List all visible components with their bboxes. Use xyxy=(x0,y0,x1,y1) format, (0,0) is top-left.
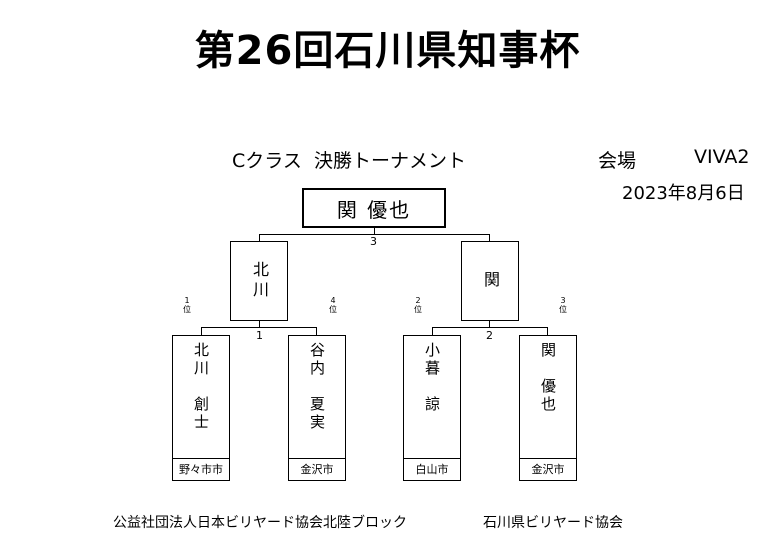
seed-rank: 1 位 xyxy=(181,296,193,314)
player-name: 関 優也 xyxy=(539,342,557,414)
bracket-line xyxy=(259,234,260,241)
organizer-left: 公益社団法人日本ビリヤード協会北陸ブロック xyxy=(113,515,407,531)
rank-label: 3 位 xyxy=(559,296,567,314)
champion-box: 関 優也 xyxy=(302,188,446,228)
player-city: 金沢市 xyxy=(289,458,345,480)
bracket-line xyxy=(489,234,490,241)
player-name: 小暮 諒 xyxy=(423,342,441,414)
player-card: 北川 創士 野々市市 xyxy=(172,335,230,481)
champion-name: 関 優也 xyxy=(336,197,412,222)
semifinal-score-right: 2 xyxy=(486,329,493,342)
player-name: 北川 創士 xyxy=(192,342,210,432)
player-name: 谷内 夏実 xyxy=(308,342,326,432)
player-card: 関 優也 金沢市 xyxy=(519,335,577,481)
player-city: 白山市 xyxy=(404,458,460,480)
bracket-line xyxy=(432,327,433,335)
bracket-line xyxy=(489,321,490,328)
organizer-right: 石川県ビリヤード協会 xyxy=(483,515,623,531)
seed-rank: 2 位 xyxy=(412,296,424,314)
semifinal-name: 関 xyxy=(481,271,500,291)
rank-label: 1 位 xyxy=(183,296,191,314)
seed-rank: 4 位 xyxy=(327,296,339,314)
semifinal-name: 北川 xyxy=(250,261,269,301)
bracket-line xyxy=(201,327,202,335)
class-subtitle: Cクラス 決勝トーナメント xyxy=(232,150,466,172)
bracket-line xyxy=(374,228,375,235)
semifinal-score-left: 1 xyxy=(256,329,263,342)
bracket-line xyxy=(316,327,317,335)
bracket-line xyxy=(547,327,548,335)
rank-label: 4 位 xyxy=(329,296,337,314)
player-card: 小暮 諒 白山市 xyxy=(403,335,461,481)
semifinal-winner-right: 関 xyxy=(461,241,519,321)
event-date: 2023年8月6日 xyxy=(622,183,745,204)
page-title: 第26回石川県知事杯 xyxy=(194,28,581,74)
player-city: 野々市市 xyxy=(173,458,229,480)
player-city: 金沢市 xyxy=(520,458,576,480)
bracket-line xyxy=(259,321,260,328)
player-card: 谷内 夏実 金沢市 xyxy=(288,335,346,481)
semifinal-winner-left: 北川 xyxy=(230,241,288,321)
venue-label: 会場 xyxy=(598,150,637,172)
rank-label: 2 位 xyxy=(414,296,422,314)
seed-rank: 3 位 xyxy=(557,296,569,314)
bracket-line xyxy=(201,327,317,328)
bracket-line xyxy=(432,327,548,328)
bracket-line xyxy=(259,234,490,235)
final-score: 3 xyxy=(370,235,377,248)
venue-value: VIVA2 xyxy=(694,146,750,168)
